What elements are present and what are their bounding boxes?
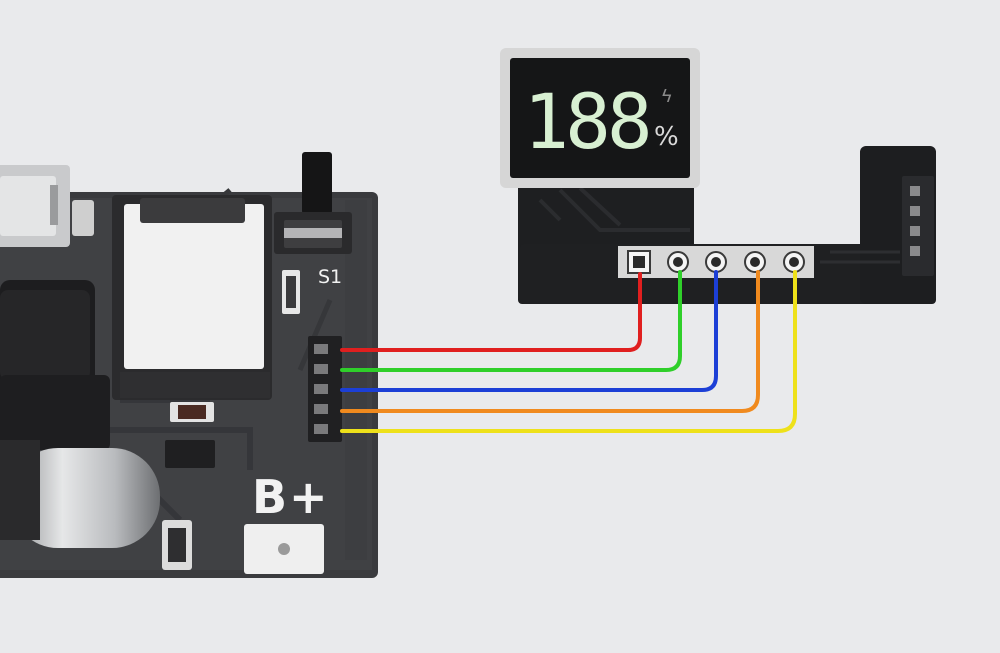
- wire-yellow: [340, 270, 797, 433]
- wire-red: [340, 272, 642, 352]
- battery-label: B+: [252, 470, 330, 524]
- inductor: [0, 280, 110, 450]
- switch-label: S1: [318, 266, 343, 288]
- wire-orange: [340, 270, 760, 413]
- board-header-pins[interactable]: [308, 336, 342, 442]
- capacitor: [0, 440, 160, 548]
- lcd-display: [500, 48, 700, 188]
- wires: [340, 270, 797, 433]
- wire-blue: [340, 270, 718, 392]
- battery-pad: [244, 524, 324, 574]
- charging-bolt-icon: ϟ: [662, 86, 672, 106]
- percent-unit: %: [654, 122, 679, 152]
- usb-port: [0, 165, 70, 247]
- white-module: [112, 195, 272, 400]
- smd-components: [72, 200, 300, 570]
- s1-switch[interactable]: [274, 152, 352, 254]
- display-digits: 188: [523, 77, 652, 166]
- wire-green: [340, 270, 682, 372]
